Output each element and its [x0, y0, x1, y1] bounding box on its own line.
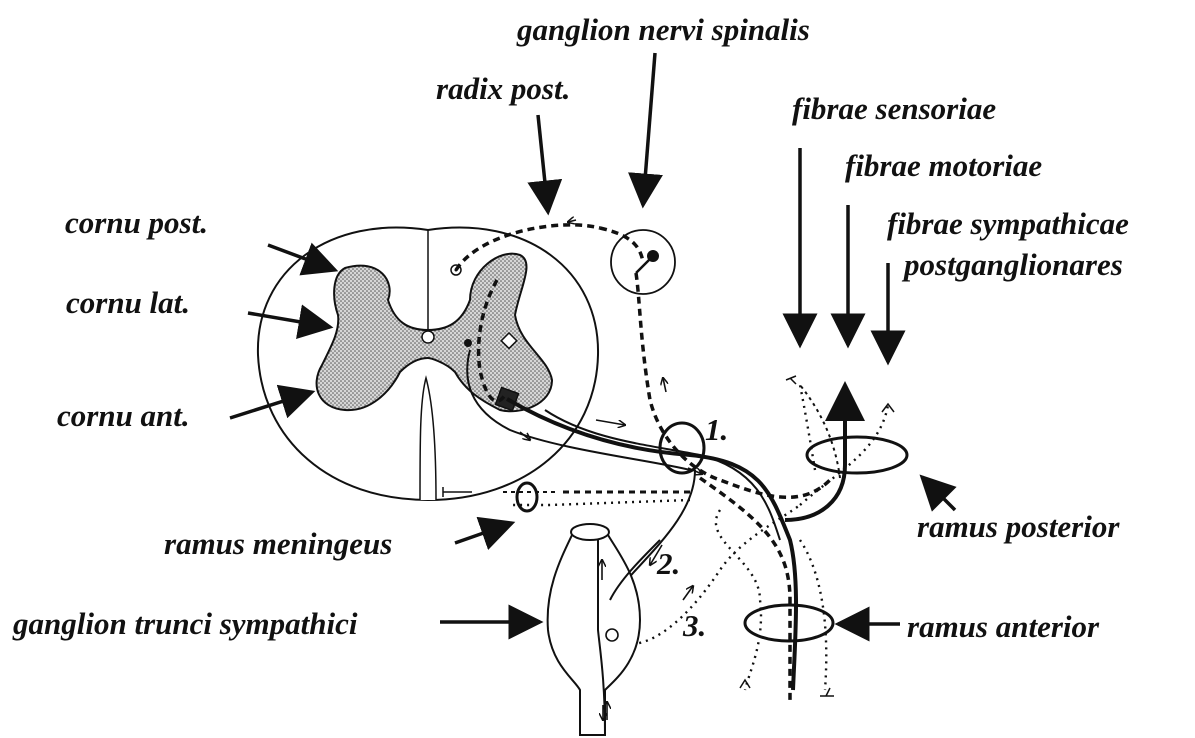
label-cornu-post: cornu post. [65, 205, 208, 240]
label-postganglionares: postganglionares [901, 247, 1123, 282]
label-ramus-meningeus: ramus meningeus [164, 526, 392, 561]
ramus-meningeus-ring [517, 483, 537, 511]
label-ganglion-trunci-sympathici: ganglion trunci sympathici [12, 606, 358, 641]
label-ramus-posterior: ramus posterior [917, 509, 1120, 544]
label-ramus-anterior: ramus anterior [907, 609, 1100, 644]
label-ganglion-nervi-spinalis: ganglion nervi spinalis [516, 12, 810, 47]
label-radix-post: radix post. [436, 71, 570, 106]
label-cornu-ant: cornu ant. [57, 398, 190, 433]
grey-matter [317, 254, 552, 412]
label-fibrae-sensoriae: fibrae sensoriae [792, 91, 996, 126]
label-cornu-lat: cornu lat. [66, 285, 190, 320]
marker-3: 3. [682, 608, 706, 643]
central-canal [422, 331, 434, 343]
marker-2: 2. [656, 546, 680, 581]
spinal-ganglion [611, 230, 675, 294]
interneuron [464, 339, 472, 347]
marker-1: 1. [705, 412, 728, 447]
label-fibrae-motoriae: fibrae motoriae [845, 148, 1042, 183]
anterior-median-fissure [420, 378, 436, 500]
label-fibrae-sympathicae: fibrae sympathicae [887, 206, 1129, 241]
spinal-cord [258, 228, 598, 500]
ramus-posterior-ring [807, 437, 907, 473]
